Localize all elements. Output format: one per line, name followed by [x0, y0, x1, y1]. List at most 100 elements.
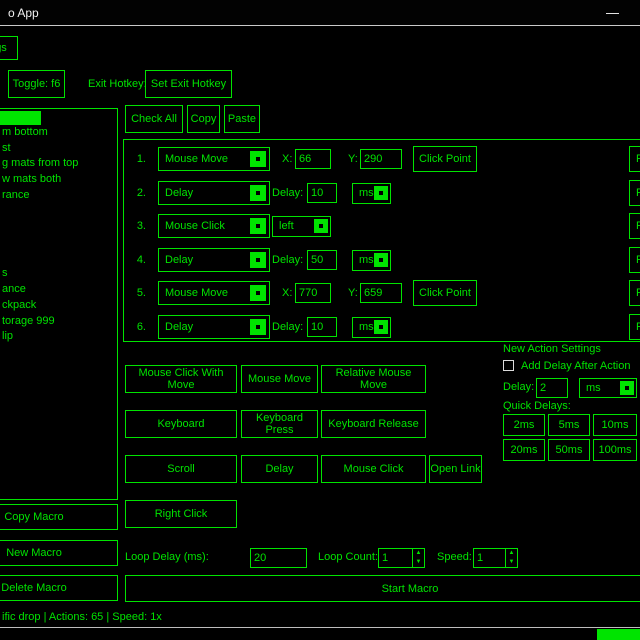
macro-list-item[interactable]: rance: [2, 188, 30, 201]
loop-delay-input[interactable]: [250, 548, 307, 568]
stepper-up-icon[interactable]: ▲: [415, 550, 422, 556]
action-type-dropdown[interactable]: Mouse Move: [158, 147, 270, 171]
minimize-button[interactable]: —: [600, 3, 624, 21]
delay-input[interactable]: [307, 250, 337, 270]
action-type-dropdown[interactable]: Mouse Move: [158, 281, 270, 305]
taskbar-strip: [0, 628, 640, 640]
delete-macro-button[interactable]: Delete Macro: [0, 575, 118, 601]
add-mouse-click-with-move-button[interactable]: Mouse Click With Move: [125, 365, 237, 393]
action-type-dropdown[interactable]: Mouse Click: [158, 214, 270, 238]
macro-list-item[interactable]: w mats both: [2, 173, 62, 186]
remove-action-button[interactable]: R: [629, 247, 640, 273]
macro-list-item[interactable]: st: [2, 141, 11, 154]
remove-action-button[interactable]: R: [629, 213, 640, 239]
delay-unit-value: ms: [359, 321, 374, 333]
add-relative-mouse-move-button[interactable]: Relative Mouse Move: [321, 365, 426, 393]
add-keyboard-button[interactable]: Keyboard: [125, 410, 237, 438]
dropdown-indicator-icon: [620, 381, 634, 395]
stepper-down-icon[interactable]: ▼: [508, 559, 515, 565]
macro-list-item[interactable]: ckpack: [2, 298, 37, 311]
action-number: 2.: [136, 187, 146, 199]
y-input[interactable]: [360, 283, 402, 303]
copy-button[interactable]: Copy: [187, 105, 220, 133]
action-number: 3.: [136, 220, 146, 232]
set-exit-hotkey-button[interactable]: Set Exit Hotkey: [145, 70, 232, 98]
macro-list-item[interactable]: m bottom: [2, 126, 48, 138]
quick-delay-10ms-button[interactable]: 10ms: [593, 414, 637, 436]
click-point-button[interactable]: Click Point: [413, 146, 477, 172]
stepper-up-icon[interactable]: ▲: [508, 550, 515, 556]
copy-macro-button[interactable]: Copy Macro: [0, 504, 118, 530]
remove-action-button[interactable]: R: [629, 280, 640, 306]
add-keyboard-press-button[interactable]: Keyboard Press: [241, 410, 318, 438]
tab-settings[interactable]: gs: [0, 36, 18, 60]
add-scroll-button[interactable]: Scroll: [125, 455, 237, 483]
new-action-delay-unit-value: ms: [586, 382, 601, 394]
action-number: 4.: [136, 254, 146, 266]
delay-input[interactable]: [307, 183, 337, 203]
paste-button[interactable]: Paste: [224, 105, 260, 133]
add-open-link-button[interactable]: Open Link: [429, 455, 482, 483]
speed-input[interactable]: [474, 549, 504, 567]
macro-list-selected-item[interactable]: [0, 111, 41, 125]
loop-count-stepper[interactable]: ▲ ▼: [378, 548, 425, 568]
add-delay-button[interactable]: Delay: [241, 455, 318, 483]
y-label: Y:: [348, 153, 358, 165]
action-row-6: 6. Delay Delay: ms R: [124, 314, 640, 340]
new-action-delay-unit-dropdown[interactable]: ms: [579, 378, 637, 398]
quick-delay-20ms-button[interactable]: 20ms: [503, 439, 545, 461]
add-mouse-click-button[interactable]: Mouse Click: [321, 455, 426, 483]
x-input[interactable]: [295, 283, 331, 303]
new-action-delay-label: Delay:: [503, 381, 535, 393]
window-title: o App: [8, 6, 39, 20]
add-delay-after-action-checkbox[interactable]: [503, 360, 514, 371]
action-number: 1.: [136, 153, 146, 165]
quick-delay-2ms-button[interactable]: 2ms: [503, 414, 545, 436]
action-type-value: Delay: [165, 254, 194, 266]
delay-unit-value: ms: [359, 187, 374, 199]
new-action-delay-input[interactable]: [536, 378, 568, 398]
exit-hotkey-label: Exit Hotkey:: [88, 78, 147, 90]
delay-unit-dropdown[interactable]: ms: [352, 317, 391, 338]
y-input[interactable]: [360, 149, 402, 169]
add-keyboard-release-button[interactable]: Keyboard Release: [321, 410, 426, 438]
add-mouse-move-button[interactable]: Mouse Move: [241, 365, 318, 393]
loop-count-input[interactable]: [379, 549, 411, 567]
stepper-down-icon[interactable]: ▼: [415, 559, 422, 565]
dropdown-indicator-icon: [250, 252, 266, 268]
stepper-arrows[interactable]: ▲ ▼: [505, 549, 517, 567]
new-macro-button[interactable]: New Macro: [0, 540, 118, 566]
macro-list-item[interactable]: s: [2, 267, 8, 280]
click-point-button[interactable]: Click Point: [413, 280, 477, 306]
stepper-arrows[interactable]: ▲ ▼: [412, 549, 424, 567]
speed-stepper[interactable]: ▲ ▼: [473, 548, 518, 568]
x-label: X:: [282, 287, 293, 299]
quick-delay-50ms-button[interactable]: 50ms: [548, 439, 590, 461]
delay-input[interactable]: [307, 317, 337, 337]
loop-count-label: Loop Count:: [318, 551, 378, 563]
action-type-value: Delay: [165, 321, 194, 333]
action-type-dropdown[interactable]: Delay: [158, 248, 270, 272]
dropdown-indicator-icon: [250, 285, 266, 301]
x-input[interactable]: [295, 149, 331, 169]
add-right-click-button[interactable]: Right Click: [125, 500, 237, 528]
delay-unit-dropdown[interactable]: ms: [352, 250, 391, 271]
macro-list-item[interactable]: ance: [2, 283, 26, 296]
action-type-dropdown[interactable]: Delay: [158, 315, 270, 339]
quick-delay-100ms-button[interactable]: 100ms: [593, 439, 637, 461]
quick-delay-5ms-button[interactable]: 5ms: [548, 414, 590, 436]
mouse-button-dropdown[interactable]: left: [272, 216, 331, 237]
taskbar-highlight: [597, 629, 640, 640]
remove-action-button[interactable]: R: [629, 146, 640, 172]
macro-list-item[interactable]: g mats from top: [2, 157, 79, 170]
remove-action-button[interactable]: R: [629, 314, 640, 340]
macro-list-item[interactable]: lip: [2, 330, 14, 343]
action-type-dropdown[interactable]: Delay: [158, 181, 270, 205]
delay-unit-dropdown[interactable]: ms: [352, 183, 391, 204]
start-macro-button[interactable]: Start Macro: [125, 575, 640, 602]
check-all-button[interactable]: Check All: [125, 105, 183, 133]
macro-list-gap: [2, 203, 115, 266]
macro-list-item[interactable]: torage 999: [2, 314, 55, 327]
toggle-hotkey-button[interactable]: Toggle: f6: [8, 70, 65, 98]
remove-action-button[interactable]: R: [629, 180, 640, 206]
